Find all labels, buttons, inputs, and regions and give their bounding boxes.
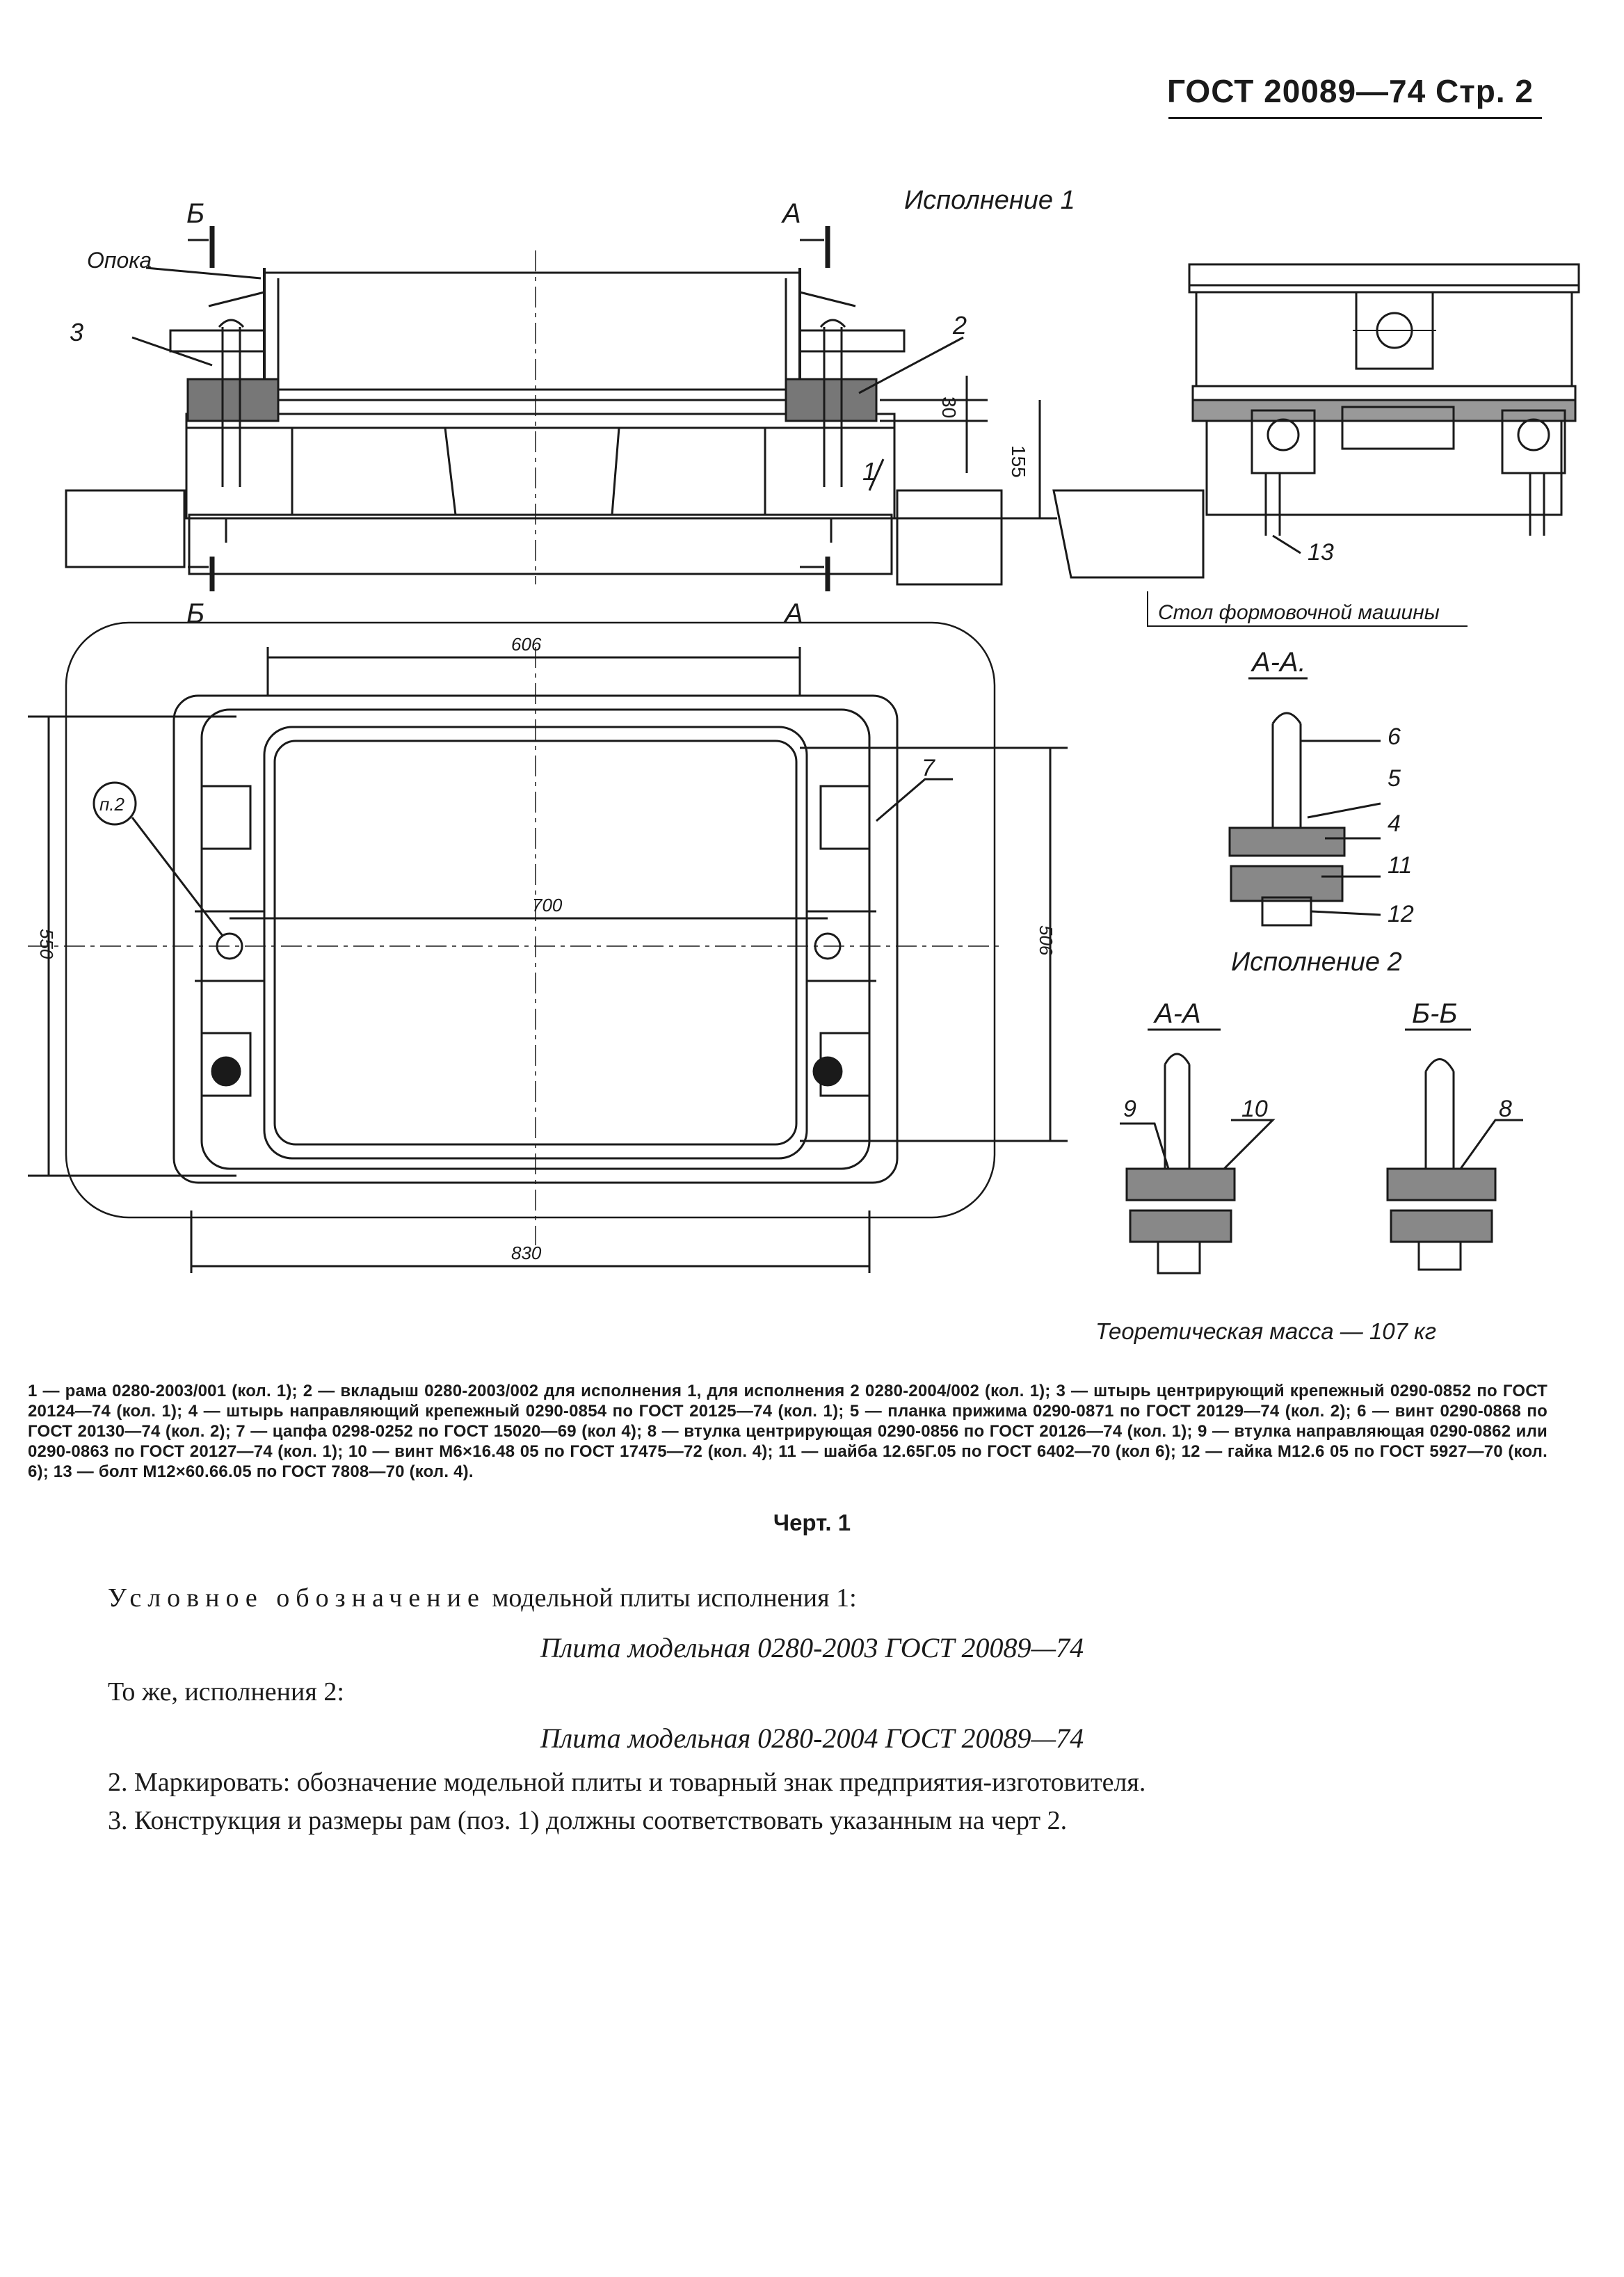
cut-b-bottom: Б	[186, 598, 204, 629]
dim-506: 506	[1036, 925, 1056, 956]
dim-606: 606	[511, 634, 542, 655]
section-bb-label: Б-Б	[1412, 998, 1457, 1029]
callout-8: 8	[1499, 1096, 1512, 1122]
dim-550: 550	[36, 929, 57, 959]
callout-5: 5	[1388, 765, 1401, 792]
callout-7: 7	[922, 755, 935, 781]
variant-2-label: Исполнение 2	[1231, 948, 1402, 977]
figure-caption: Черт. 1	[773, 1510, 851, 1535]
callout-9: 9	[1123, 1096, 1136, 1122]
callout-6: 6	[1388, 724, 1401, 750]
callout-3: 3	[70, 318, 83, 346]
dim-155: 155	[1008, 445, 1029, 478]
side-view: Опока 3 2 1 30 155 Б А Б А Исполнение 1	[65, 186, 1075, 629]
callout-13: 13	[1308, 539, 1334, 566]
designation-intro-spaced: Условное обозначение	[108, 1583, 485, 1613]
label-table: Стол формовочной машины	[1158, 601, 1440, 624]
callout-11: 11	[1388, 852, 1412, 879]
callout-2: 2	[952, 311, 967, 339]
cut-b-top: Б	[186, 198, 204, 229]
section-aa-label-v1: А-А.	[1251, 647, 1306, 678]
variant-1-label: Исполнение 1	[904, 186, 1075, 215]
end-view: 13 Стол формовочной машины	[1052, 263, 1580, 627]
item-3: 3. Конструкция и размеры рам (поз. 1) до…	[108, 1806, 1068, 1835]
dim-700: 700	[532, 895, 563, 916]
callout-1: 1	[862, 457, 876, 486]
designation-example-1: Плита модельная 0280-2003 ГОСТ 20089—74	[540, 1632, 1084, 1663]
theoretical-mass: Теоретическая масса — 107 кг	[1095, 1318, 1436, 1344]
section-aa-v1: А-А. 6 5 4 11 12 Исполнение 2	[1228, 647, 1414, 977]
cut-a-bottom: А	[783, 598, 803, 629]
designation-intro-rest: модельной плиты исполнения 1:	[485, 1583, 857, 1613]
parts-legend: 1 — рама 0280-2003/001 (кол. 1); 2 — вкл…	[28, 1382, 1547, 1481]
page-header: ГОСТ 20089—74 Стр. 2	[1166, 73, 1534, 109]
dim-30: 30	[938, 397, 960, 418]
designation-intro: Условное обозначение модельной плиты исп…	[108, 1583, 857, 1613]
dim-830: 830	[511, 1243, 542, 1263]
plan-view: п.2 7 606 700 550 506 830	[28, 621, 1068, 1273]
header-rule	[1168, 117, 1542, 119]
callout-4: 4	[1388, 810, 1401, 837]
section-bb: Б-Б 8	[1386, 998, 1523, 1271]
label-opoka: Опока	[87, 248, 152, 273]
technical-drawing: Опока 3 2 1 30 155 Б А Б А Исполнение 1 …	[28, 186, 1580, 1275]
callout-10: 10	[1241, 1096, 1268, 1122]
section-aa-label-v2: А-А	[1153, 998, 1201, 1029]
item-2: 2. Маркировать: обозначение модельной пл…	[108, 1768, 1146, 1797]
note-p2: п.2	[99, 794, 125, 815]
designation-example-2: Плита модельная 0280-2004 ГОСТ 20089—74	[540, 1723, 1084, 1754]
section-aa-v2: А-А 9 10	[1120, 998, 1276, 1275]
callout-12: 12	[1388, 901, 1414, 927]
designation-same-v2: То же, исполнения 2:	[108, 1677, 344, 1707]
cut-a-top: А	[781, 198, 801, 229]
